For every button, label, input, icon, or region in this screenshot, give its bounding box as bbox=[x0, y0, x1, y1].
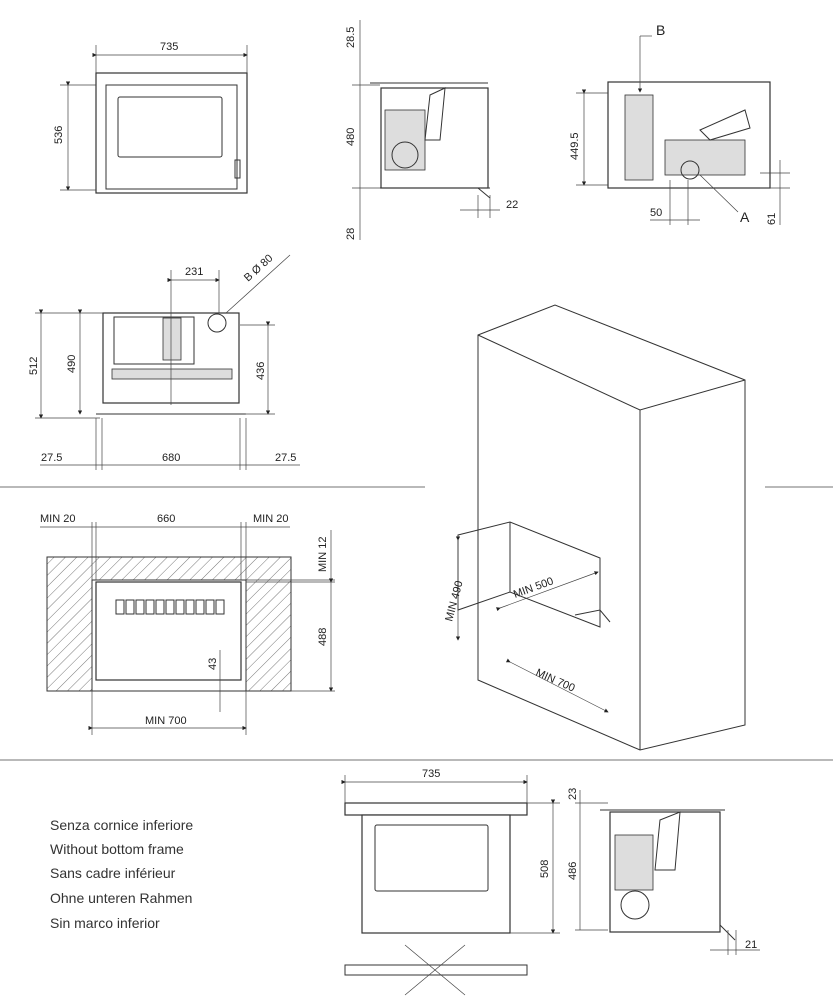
dim-top-flue-height: 436 bbox=[255, 362, 267, 380]
bottom-side-view: 23 486 21 bbox=[567, 788, 760, 955]
label-a: A bbox=[740, 209, 750, 225]
side-view: 28.5 480 28 22 bbox=[345, 20, 518, 240]
flue-diameter-label: B Ø 80 bbox=[242, 252, 275, 284]
isometric-niche: MIN 490 MIN 500 MIN 700 bbox=[443, 304, 746, 751]
dim-niche-min-left: MIN 20 bbox=[40, 513, 75, 525]
niche-view: MIN 20 660 MIN 20 MIN 12 488 43 MIN 700 bbox=[40, 513, 335, 735]
dim-side-top: 28.5 bbox=[345, 27, 357, 48]
legend-german: Ohne unteren Rahmen bbox=[50, 890, 192, 906]
top-view: 231 B Ø 80 512 490 436 27.5 680 27.5 bbox=[28, 252, 300, 470]
dim-iso-min-width: MIN 700 bbox=[534, 667, 577, 695]
dim-top-width: 680 bbox=[162, 452, 180, 464]
side-view-right: B A 449.5 50 61 bbox=[569, 22, 790, 225]
dim-right-offset: 50 bbox=[650, 207, 662, 219]
dim-side-body: 480 bbox=[345, 128, 357, 146]
dim-niche-min-right: MIN 20 bbox=[253, 513, 288, 525]
dim-flue-offset: 231 bbox=[185, 266, 203, 278]
legend-spanish: Sin marco inferior bbox=[50, 915, 160, 931]
dim-iso-min-height: MIN 490 bbox=[443, 580, 465, 623]
dim-side-offset: 22 bbox=[506, 199, 518, 211]
dim-bottom-height: 508 bbox=[539, 860, 551, 878]
dim-side-bottom: 28 bbox=[345, 228, 357, 240]
dim-front-height: 536 bbox=[53, 126, 65, 144]
dim-right-bottom: 61 bbox=[766, 213, 778, 225]
legend-english: Without bottom frame bbox=[50, 841, 184, 857]
front-view: 735 536 bbox=[53, 41, 248, 194]
dim-top-total-height: 512 bbox=[28, 357, 40, 375]
legend-italian: Senza cornice inferiore bbox=[50, 817, 193, 833]
dim-top-left: 27.5 bbox=[41, 452, 62, 464]
no-bottom-frame-legend: Senza cornice inferiore Without bottom f… bbox=[50, 817, 193, 931]
dim-niche-min-top: MIN 12 bbox=[317, 537, 329, 572]
dim-niche-bottom-gap: 43 bbox=[207, 658, 219, 670]
dim-right-height: 449.5 bbox=[569, 132, 581, 160]
label-b: B bbox=[656, 22, 665, 38]
dim-bottom-side-top: 23 bbox=[567, 788, 579, 800]
legend-french: Sans cadre inférieur bbox=[50, 865, 176, 881]
dim-bottom-width: 735 bbox=[422, 768, 440, 780]
dim-bottom-side-offset: 21 bbox=[745, 939, 757, 951]
dim-niche-width: 660 bbox=[157, 513, 175, 525]
dim-niche-height: 488 bbox=[317, 628, 329, 646]
dim-top-body-height: 490 bbox=[66, 355, 78, 373]
dim-top-right: 27.5 bbox=[275, 452, 296, 464]
dim-niche-min-width: MIN 700 bbox=[145, 715, 187, 727]
bottom-front-view: 735 508 bbox=[341, 768, 560, 996]
dim-bottom-side-height: 486 bbox=[567, 862, 579, 880]
dim-iso-min-depth: MIN 500 bbox=[512, 575, 555, 600]
dim-front-width: 735 bbox=[160, 41, 178, 53]
